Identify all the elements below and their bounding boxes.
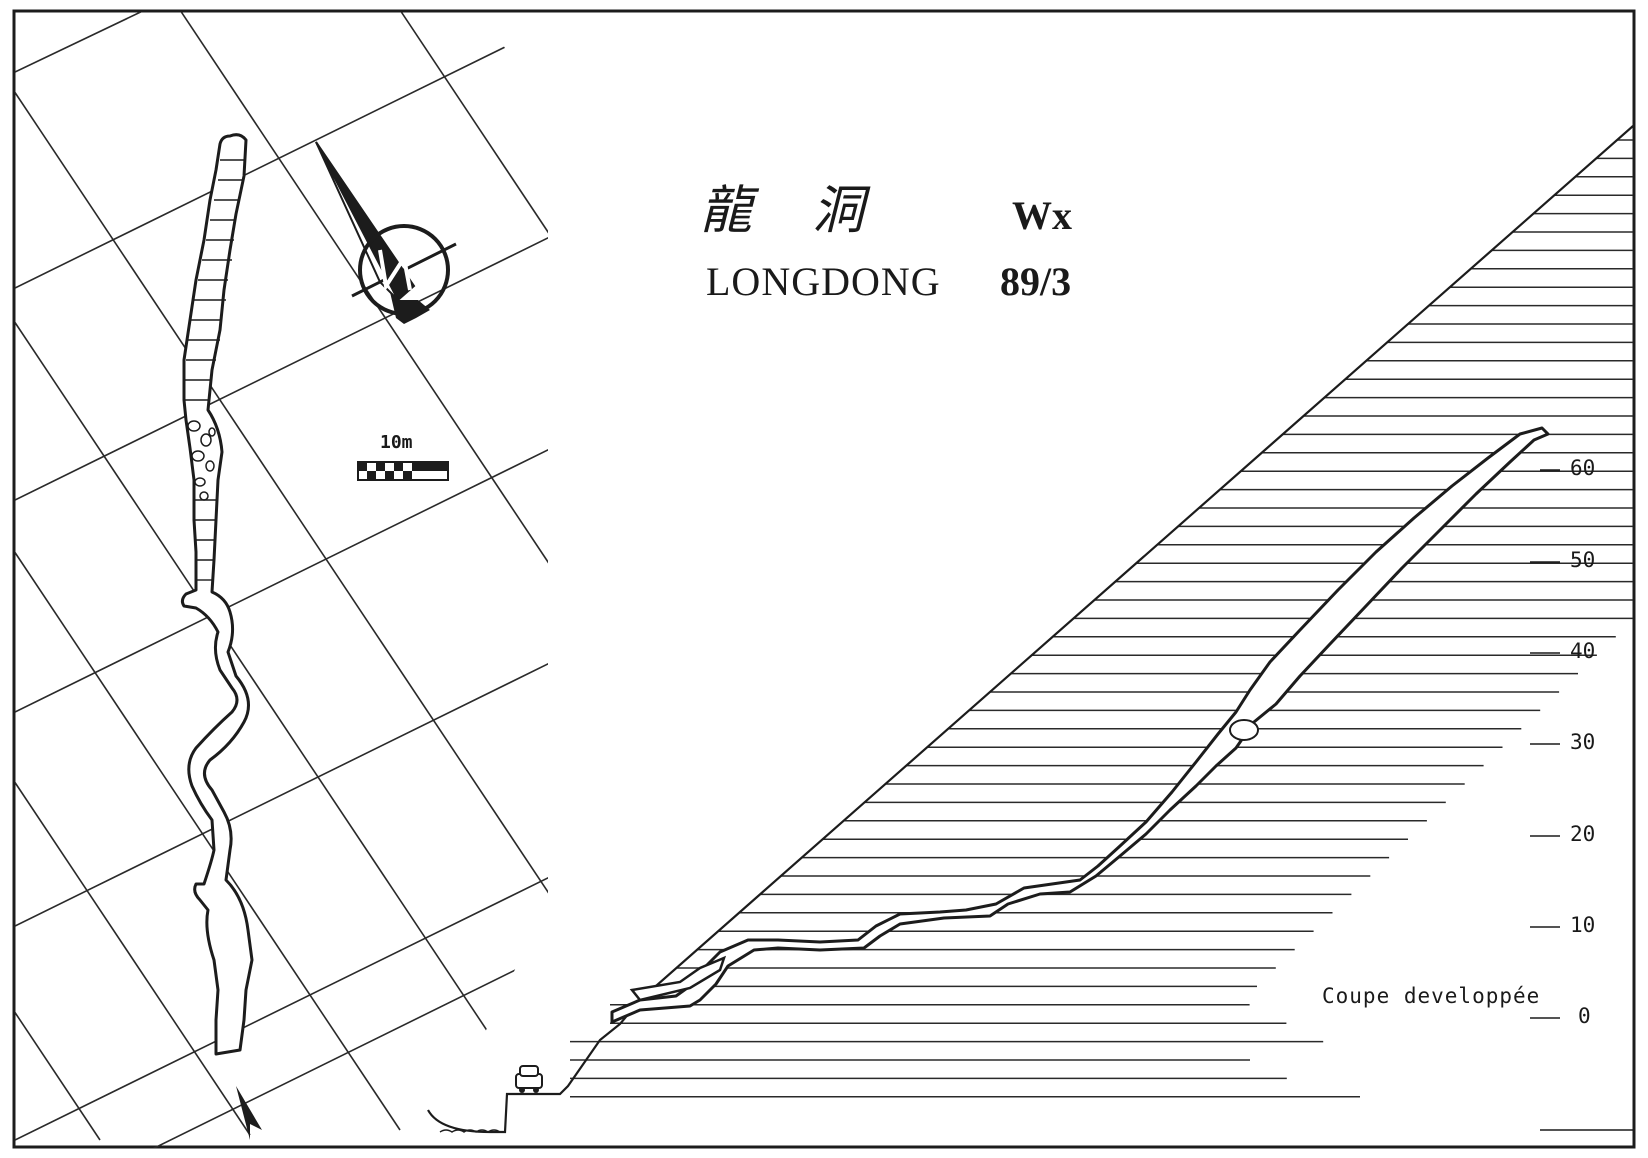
depth-tick-label: 20	[1570, 822, 1596, 846]
plan-grid	[15, 12, 548, 1148]
north-arrow-icon	[315, 141, 457, 324]
vehicle-icon	[515, 1065, 543, 1093]
scale-bar-label: 10m	[380, 432, 413, 453]
cave-name: LONGDONG	[706, 259, 941, 304]
survey-date: 89/3	[1000, 259, 1072, 304]
depth-tick-label: 60	[1570, 456, 1596, 480]
cave-name-chinese: 龍洞	[700, 181, 925, 241]
plan-passage	[180, 133, 254, 1056]
cave-code: Wx	[1012, 193, 1072, 238]
section-chamber	[1229, 719, 1259, 741]
plan-boulders	[187, 420, 216, 501]
section-side-branch	[629, 955, 727, 1002]
depth-tick-label: 10	[1570, 913, 1596, 937]
water-surface	[439, 1129, 501, 1133]
scale-bar	[357, 461, 449, 481]
depth-scale	[1530, 469, 1560, 1019]
depth-tick-label: 30	[1570, 730, 1596, 754]
depth-tick-label: 40	[1570, 639, 1596, 663]
depth-tick-label: 0	[1578, 1004, 1591, 1028]
hillside-profile	[427, 125, 1634, 1134]
depth-tick-label: 50	[1570, 548, 1596, 572]
map-frame	[12, 9, 1636, 1149]
entrance-arrow-icon	[236, 1086, 262, 1140]
section-passage	[610, 426, 1550, 1024]
plan-passage-bands	[184, 159, 244, 581]
section-title: Coupe developpée	[1322, 984, 1541, 1008]
